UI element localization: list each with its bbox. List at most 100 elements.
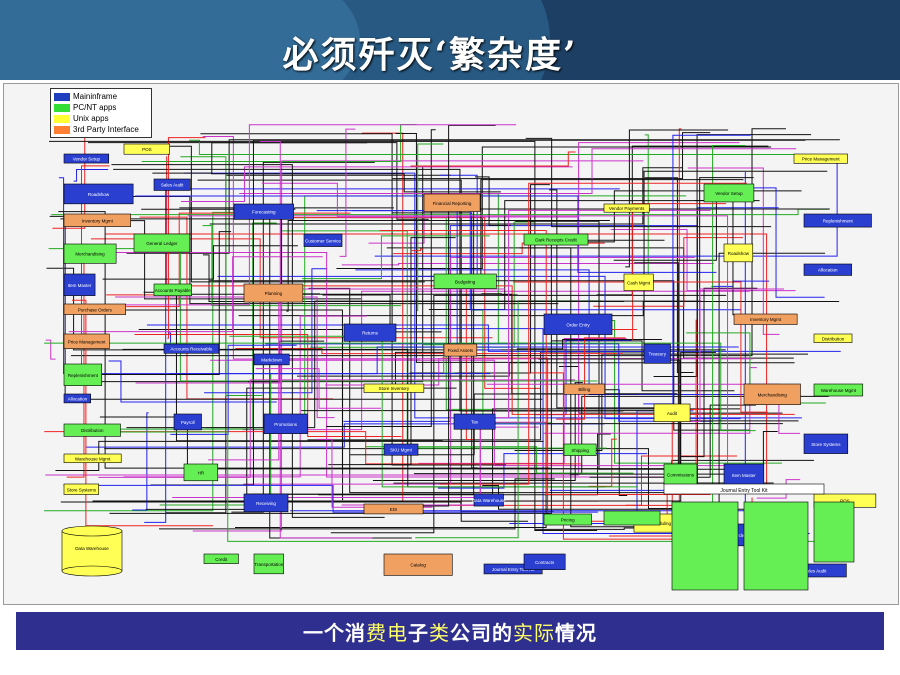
connector-line (229, 335, 638, 488)
caption-segment: 情况 (555, 620, 597, 645)
legend-swatch (54, 125, 70, 134)
connector-line (202, 225, 402, 307)
system-box (63, 153, 110, 164)
system-label: Distribution (822, 336, 845, 341)
connector-line (551, 340, 735, 392)
system-box (63, 303, 126, 315)
system-label: Warehouse Mgmt (75, 456, 111, 461)
connector-line (530, 372, 691, 540)
connector-line (409, 184, 550, 374)
system-box (63, 243, 117, 264)
connector-line (102, 245, 298, 280)
connector-line (328, 237, 456, 466)
connector-line (416, 143, 444, 312)
connector-line (411, 248, 424, 252)
system-box (383, 443, 419, 456)
legend-label: Maininframe (73, 92, 118, 101)
system-label: Sales Audit (804, 568, 827, 573)
system-box (523, 553, 566, 570)
system-box (343, 323, 397, 342)
system-box (63, 273, 96, 296)
connector-line (341, 263, 714, 266)
connector-line (115, 296, 335, 419)
connector-line (243, 257, 695, 485)
connector-line (625, 129, 729, 268)
system-box (303, 233, 343, 247)
caption-segment: 子 (408, 620, 429, 645)
connector-line (72, 299, 214, 527)
connector-line (302, 235, 490, 280)
system-box (793, 153, 848, 164)
connector-line (410, 151, 576, 167)
connector-line (98, 379, 576, 478)
connector-line (145, 387, 457, 510)
connector-line (525, 137, 772, 228)
legend-swatch (54, 103, 70, 112)
caption-segment: 类 (429, 620, 450, 645)
system-label: Accounts Receivable (170, 347, 213, 352)
connector-line (138, 328, 344, 501)
connector-line (475, 176, 511, 226)
connector-line (322, 294, 442, 333)
system-box (433, 273, 497, 289)
system-label: Replenishment (823, 219, 854, 224)
system-box (423, 193, 481, 212)
connector-line (158, 478, 555, 530)
slide-title: 必须歼灭‘繁杂度’ (282, 34, 578, 76)
connector-line (169, 346, 739, 375)
connector-line (336, 146, 772, 270)
connector-line (45, 142, 740, 476)
system-label: Journal Entry Tool Kit (492, 567, 535, 572)
system-box (63, 333, 110, 350)
connector-line (255, 368, 381, 409)
connector-line (55, 440, 544, 472)
connector-line (653, 134, 812, 377)
connector-line (680, 287, 758, 458)
system-label: Store Inventory (379, 386, 410, 391)
connector-line (549, 189, 661, 409)
legend-item-mainframe: Maininframe (54, 91, 148, 102)
system-label: Item Master (68, 283, 92, 288)
system-label: Shipping (571, 448, 589, 453)
legend-label: Unix apps (73, 114, 109, 123)
system-label: EDI (390, 507, 398, 512)
connector-line (589, 404, 756, 478)
system-label: Customer Service (305, 238, 341, 243)
system-box (153, 283, 192, 297)
system-label: Promotions (274, 422, 298, 427)
connector-line (631, 203, 727, 340)
system-box (563, 443, 597, 456)
system-label: Catalog (410, 563, 426, 568)
connector-line (286, 220, 610, 312)
connector-line (588, 438, 617, 487)
system-box (243, 493, 289, 513)
connector-line (413, 395, 829, 475)
system-label: POS (142, 147, 152, 152)
data-warehouse-bottom (61, 565, 123, 577)
system-label: Markdown (261, 357, 282, 362)
system-label: Replenishment (68, 373, 99, 378)
connector-line (210, 173, 501, 193)
system-box (63, 363, 103, 386)
system-label: POS (840, 499, 850, 504)
system-box (63, 483, 100, 495)
caption-bar: 一个消费电子类公司的实际情况 (16, 612, 884, 650)
system-label: HR (198, 470, 205, 475)
system-box (803, 213, 872, 228)
caption-segment: 费电 (366, 620, 408, 645)
legend-item-unix: Unix apps (54, 113, 148, 124)
system-label: Vendor Setup (73, 157, 101, 162)
connector-line (514, 353, 809, 452)
connector-line (391, 212, 478, 469)
connector-line (281, 230, 607, 449)
system-box (813, 383, 864, 397)
connector-line (428, 200, 760, 311)
connector-line (209, 359, 737, 467)
system-label: Vendor Payments (609, 206, 645, 211)
caption-segment: 实际 (513, 620, 555, 645)
connector-line (67, 231, 232, 375)
system-label: SKU Mgmt (390, 448, 413, 453)
system-label: Item Master (732, 473, 756, 478)
system-label: Receiving (256, 501, 276, 506)
system-box (383, 553, 453, 576)
